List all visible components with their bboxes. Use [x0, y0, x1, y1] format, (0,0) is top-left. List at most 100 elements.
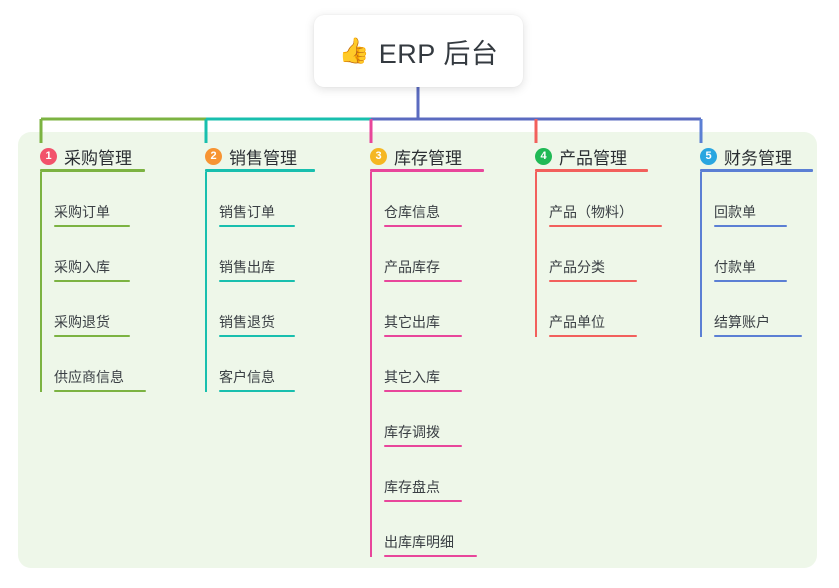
branch-underline-1 [40, 169, 145, 172]
branch-item-label: 结算账户 [714, 314, 770, 330]
branch-item-label: 采购订单 [54, 204, 110, 220]
branch-item-label: 销售退货 [219, 314, 275, 330]
thumbs-up-icon: 👍 [338, 36, 370, 65]
branch-header-1[interactable]: 1 采购管理 [18, 143, 146, 169]
branch-item[interactable]: 出库库明细 [348, 502, 484, 557]
branch-title-5: 财务管理 [724, 148, 792, 168]
branch-item-label: 产品（物料） [549, 204, 633, 220]
branch-item-label: 出库库明细 [384, 534, 454, 550]
branch-item[interactable]: 客户信息 [183, 337, 315, 392]
branch-item-label: 产品库存 [384, 259, 440, 275]
branch-item[interactable]: 产品单位 [513, 282, 662, 337]
branch-item-underline [384, 335, 462, 337]
branch-item[interactable]: 回款单 [678, 172, 813, 227]
branch-item-underline [714, 280, 787, 282]
branch-item-underline [384, 445, 462, 447]
branch-item[interactable]: 其它入库 [348, 337, 484, 392]
branch-item-underline [384, 500, 462, 502]
branch-item-label: 供应商信息 [54, 369, 124, 385]
branch-item-label: 付款单 [714, 259, 756, 275]
branch-item-underline [549, 335, 637, 337]
branch-item[interactable]: 付款单 [678, 227, 813, 282]
branch-underline-3 [370, 169, 484, 172]
branch-item-label: 销售出库 [219, 259, 275, 275]
branch-item-list-4: 产品（物料） 产品分类产品单位 [513, 172, 662, 337]
diagram-background-panel [18, 132, 817, 568]
branch-title-3: 库存管理 [394, 148, 462, 168]
branch-item-list-3: 仓库信息产品库存其它出库其它入库库存调拨库存盘点出库库明细 [348, 172, 484, 557]
branch-item-underline [54, 335, 130, 337]
branch-item-underline [384, 280, 462, 282]
branch-column-1: 1 采购管理采购订单采购入库采购退货供应商信息 [18, 143, 146, 392]
branch-item-label: 其它入库 [384, 369, 440, 385]
branch-item-underline [219, 390, 295, 392]
branch-item-label: 仓库信息 [384, 204, 440, 220]
branch-item-label: 采购退货 [54, 314, 110, 330]
branch-item-label: 销售订单 [219, 204, 275, 220]
branch-item-underline [549, 225, 662, 227]
branch-badge-3: 3 [370, 147, 387, 165]
branch-item-label: 库存盘点 [384, 479, 440, 495]
branch-item-underline [54, 280, 130, 282]
branch-header-2[interactable]: 2 销售管理 [183, 143, 315, 169]
branch-item-label: 回款单 [714, 204, 756, 220]
branch-item[interactable]: 销售出库 [183, 227, 315, 282]
branch-item[interactable]: 仓库信息 [348, 172, 484, 227]
branch-item-label: 客户信息 [219, 369, 275, 385]
branch-item[interactable]: 供应商信息 [18, 337, 146, 392]
branch-column-2: 2 销售管理销售订单销售出库销售退货客户信息 [183, 143, 315, 392]
root-node-content: 👍 ERP 后台 [339, 32, 499, 71]
branch-item-label: 产品单位 [549, 314, 605, 330]
branch-item-label: 其它出库 [384, 314, 440, 330]
branch-title-1: 采购管理 [64, 148, 132, 168]
branch-title-2: 销售管理 [229, 148, 297, 168]
branch-column-5: 5 财务管理回款单付款单结算账户 [678, 143, 813, 337]
branch-vertical-connector-5 [700, 172, 702, 337]
branch-item[interactable]: 销售退货 [183, 282, 315, 337]
branch-underline-4 [535, 169, 648, 172]
branch-header-5[interactable]: 5 财务管理 [678, 143, 813, 169]
branch-underline-2 [205, 169, 315, 172]
branch-item-label: 产品分类 [549, 259, 605, 275]
branch-item[interactable]: 其它出库 [348, 282, 484, 337]
branch-item-list-1: 采购订单采购入库采购退货供应商信息 [18, 172, 146, 392]
branch-item-label: 库存调拨 [384, 424, 440, 440]
branch-item-underline [384, 555, 477, 557]
branch-item-underline [54, 390, 146, 392]
branch-item-list-2: 销售订单销售出库销售退货客户信息 [183, 172, 315, 392]
branch-item[interactable]: 产品分类 [513, 227, 662, 282]
branch-item-underline [549, 280, 637, 282]
branch-item[interactable]: 产品库存 [348, 227, 484, 282]
branch-item[interactable]: 结算账户 [678, 282, 813, 337]
branch-item[interactable]: 库存盘点 [348, 447, 484, 502]
branch-vertical-connector-1 [40, 172, 42, 392]
branch-item[interactable]: 库存调拨 [348, 392, 484, 447]
branch-item[interactable]: 销售订单 [183, 172, 315, 227]
branch-item-underline [219, 280, 295, 282]
branch-item[interactable]: 采购订单 [18, 172, 146, 227]
branch-item-underline [714, 335, 802, 337]
branch-item[interactable]: 产品（物料） [513, 172, 662, 227]
branch-item-underline [384, 225, 462, 227]
branch-item-label: 采购入库 [54, 259, 110, 275]
branch-badge-5: 5 [700, 147, 717, 165]
root-title: ERP 后台 [378, 38, 499, 69]
branch-vertical-connector-4 [535, 172, 537, 337]
branch-badge-4: 4 [535, 147, 552, 165]
branch-item-underline [219, 335, 295, 337]
branch-badge-2: 2 [205, 147, 222, 165]
branch-item[interactable]: 采购入库 [18, 227, 146, 282]
branch-underline-5 [700, 169, 813, 172]
branch-vertical-connector-2 [205, 172, 207, 392]
branch-column-3: 3 库存管理仓库信息产品库存其它出库其它入库库存调拨库存盘点出库库明细 [348, 143, 484, 557]
branch-item-underline [54, 225, 130, 227]
branch-badge-1: 1 [40, 147, 57, 165]
root-node[interactable]: 👍 ERP 后台 [314, 15, 523, 87]
branch-header-3[interactable]: 3 库存管理 [348, 143, 484, 169]
branch-item-list-5: 回款单付款单结算账户 [678, 172, 813, 337]
branch-item-underline [714, 225, 787, 227]
branch-item[interactable]: 采购退货 [18, 282, 146, 337]
